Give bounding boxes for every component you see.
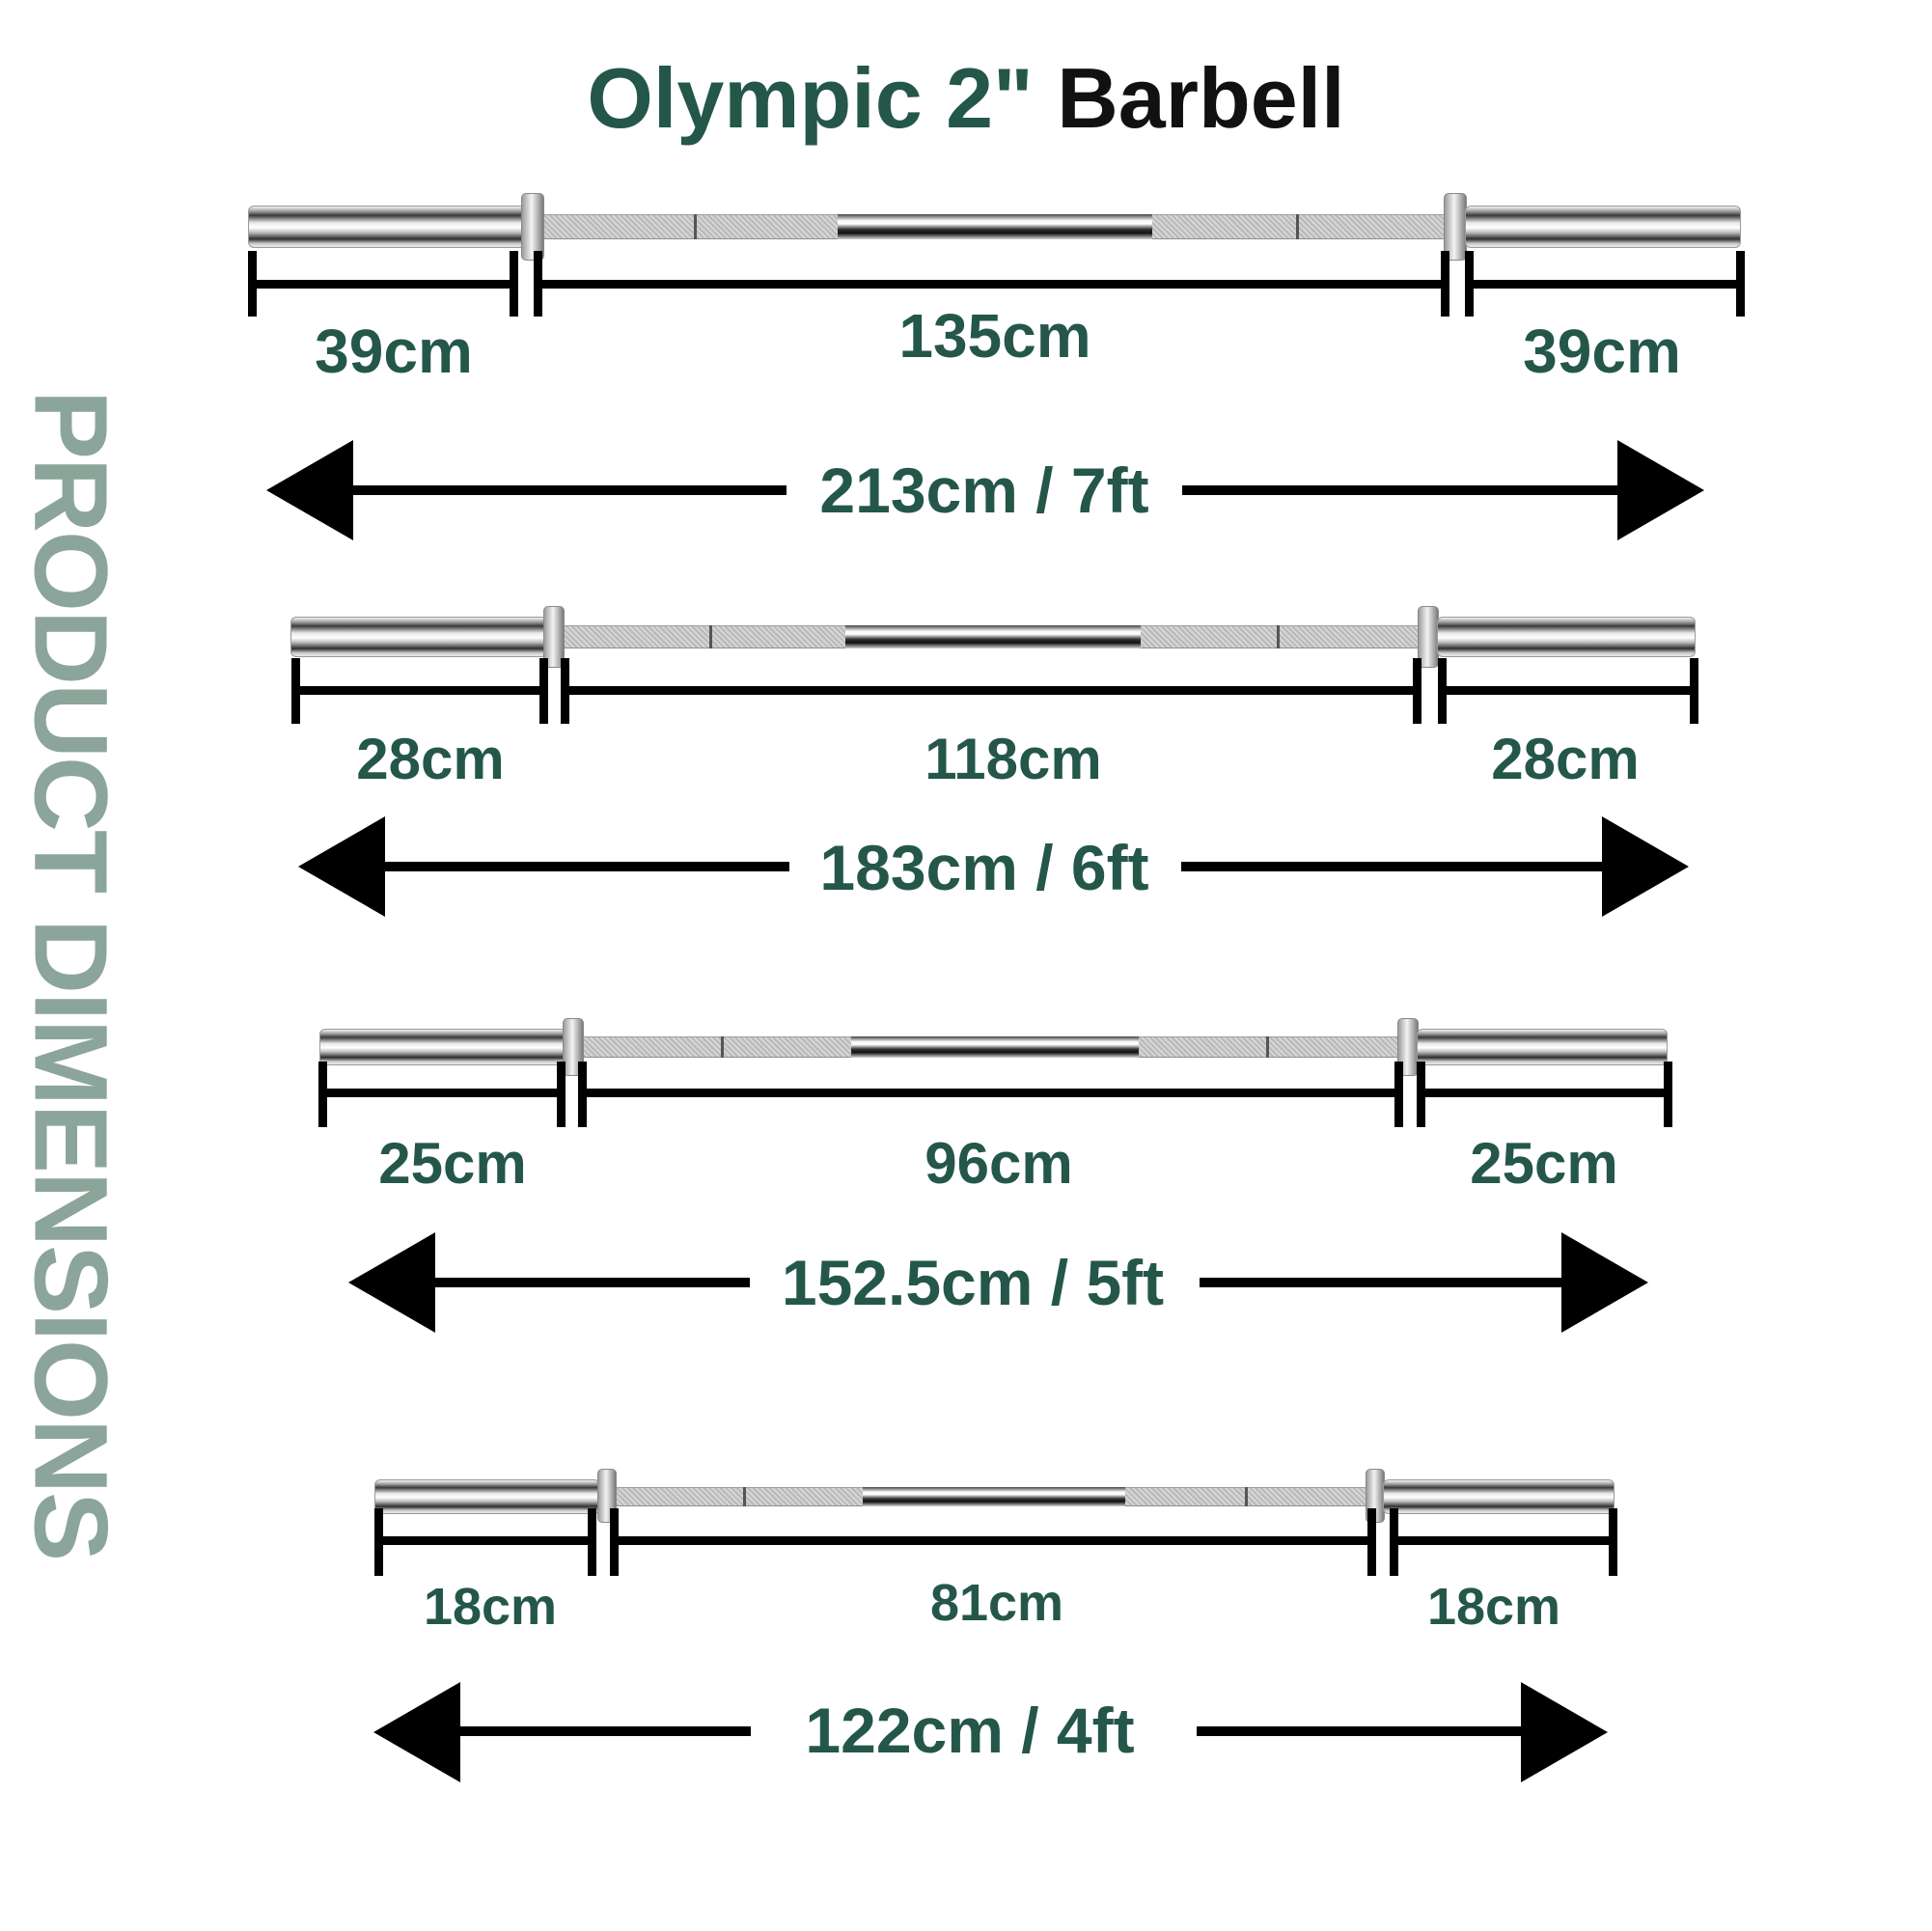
left-sleeve [319,1029,566,1065]
total-length: 152.5cm / 5ft [781,1247,1165,1318]
knurl-mark [709,625,712,648]
title-barbell: Barbell [1057,50,1345,146]
arrow-right-icon [1521,1682,1608,1782]
knurl-mark [1245,1487,1248,1506]
shaft-length: 135cm [898,301,1091,371]
knurl-mark [1277,625,1280,648]
total-length: 213cm / 7ft [819,455,1149,526]
smooth-center [863,1487,1125,1506]
arrow-right-icon [1561,1232,1648,1333]
smooth-center [851,1036,1139,1058]
right-sleeve [1417,1029,1668,1065]
shaft-length: 96cm [925,1131,1073,1196]
smooth-center [845,625,1141,648]
total-length: 122cm / 4ft [805,1695,1135,1766]
knurl-mark [694,214,697,239]
smooth-center [838,214,1152,239]
arrow-right-icon [1617,440,1704,540]
right-sleeve-length: 18cm [1426,1578,1561,1636]
knurl-mark [743,1487,746,1506]
left-sleeve-length: 28cm [356,727,505,791]
left-collar [543,606,565,668]
knurl-mark [1266,1036,1269,1058]
shaft-length: 81cm [929,1574,1064,1632]
right-sleeve-length: 39cm [1523,317,1681,386]
right-sleeve [1465,206,1741,248]
right-sleeve [1383,1479,1615,1514]
arrow-left-icon [348,1232,435,1333]
knurl-mark [1296,214,1299,239]
total-length: 183cm / 6ft [819,832,1149,903]
arrow-left-icon [266,440,353,540]
knurl-mark [721,1036,724,1058]
arrow-left-icon [373,1682,460,1782]
product-dimensions-label: PRODUCT DIMENSIONS [13,389,130,1560]
arrow-left-icon [298,816,385,917]
left-collar [521,193,544,261]
left-sleeve-length: 18cm [423,1578,558,1636]
left-sleeve [290,617,547,657]
arrow-right-icon [1602,816,1689,917]
shaft-length: 118cm [925,727,1102,791]
left-sleeve-length: 39cm [315,317,473,386]
left-sleeve [374,1479,600,1514]
title-olympic: Olympic 2" [587,50,1034,146]
side-label: PRODUCT DIMENSIONS [14,303,130,1646]
left-sleeve-length: 25cm [378,1131,527,1196]
left-sleeve [248,206,526,248]
right-sleeve [1437,617,1696,657]
right-sleeve-length: 28cm [1491,727,1640,791]
page-title: Olympic 2" Barbell [0,56,1932,141]
right-sleeve-length: 25cm [1470,1131,1618,1196]
